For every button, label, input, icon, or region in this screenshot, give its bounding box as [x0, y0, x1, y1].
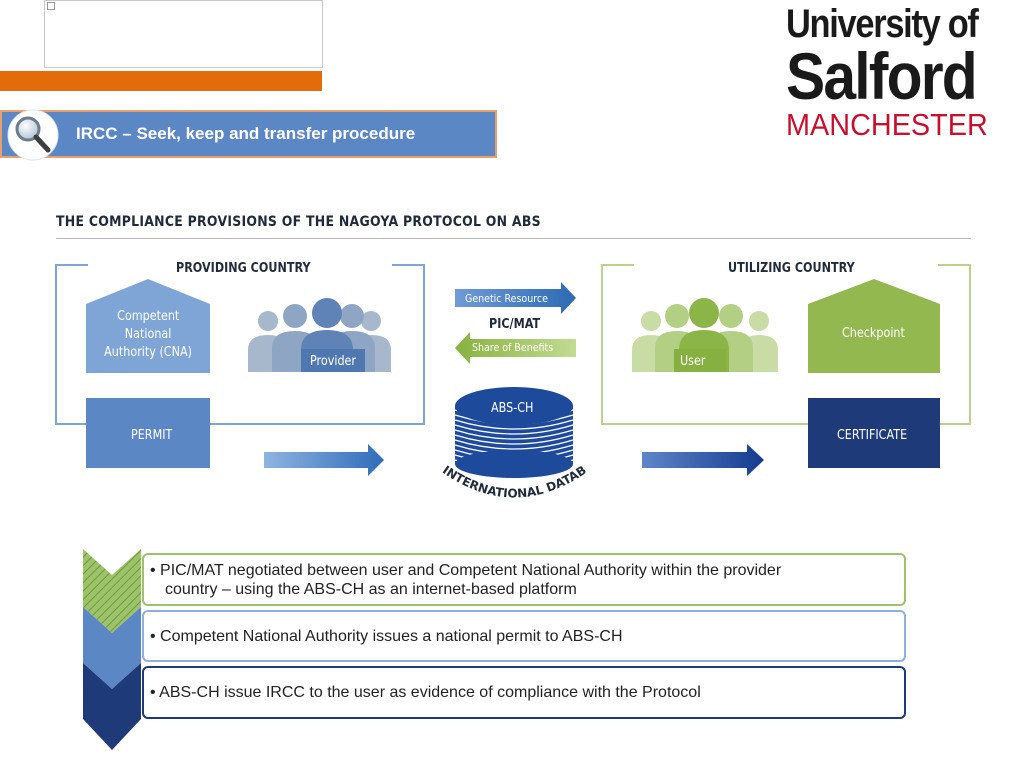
logo-salford: Salford — [786, 39, 978, 113]
genetic-resource-arrow — [455, 282, 576, 314]
genetic-resource-label: Genetic Resource — [465, 292, 548, 305]
abs-ch-database — [454, 387, 574, 478]
user-label: User — [680, 354, 706, 369]
step-3-box — [142, 666, 906, 719]
checkpoint-house-shape — [808, 279, 940, 373]
step-3-text: • ABS-CH issue IRCC to the user as evide… — [150, 684, 701, 701]
step-1-box — [142, 553, 906, 606]
orange-accent-bar — [0, 71, 322, 91]
utilizing-country-label: UTILIZING COUNTRY — [728, 261, 855, 276]
pic-mat-label: PIC/MAT — [489, 317, 541, 332]
abs-ch-label: ABS-CH — [491, 401, 534, 416]
step-2-text: • Competent National Authority issues a … — [150, 628, 623, 645]
title-banner — [0, 110, 497, 158]
step-3-chevron — [83, 663, 141, 750]
permit-box-shape — [86, 398, 210, 468]
logo-manchester: MANCHESTER — [786, 107, 988, 142]
step-1-text: • PIC/MAT negotiated between user and Co… — [150, 562, 782, 598]
logo-university-of: University of — [786, 2, 979, 46]
title-rule — [56, 238, 971, 239]
step-2-chevron — [83, 607, 141, 689]
abs-to-certificate-arrow — [642, 444, 764, 476]
user-label-box — [674, 349, 726, 372]
share-of-benefits-arrow — [455, 332, 576, 364]
magnifier-icon — [7, 109, 59, 161]
provider-label: Provider — [310, 354, 357, 369]
providing-country-frame — [55, 264, 425, 425]
permit-to-abs-arrow — [264, 444, 384, 476]
share-of-benefits-label: Share of Benefits — [472, 341, 554, 354]
utilizing-country-frame — [601, 264, 971, 425]
cna-label: Competent National Authority (CNA) — [104, 309, 192, 360]
permit-label: PERMIT — [131, 428, 173, 443]
top-left-frame — [44, 0, 323, 68]
certificate-label: CERTIFICATE — [837, 428, 908, 443]
step-1-chevron — [83, 549, 141, 633]
step-2-box — [142, 610, 906, 662]
diagram-graphics: INTERNATIONAL DATABASE — [0, 0, 971, 501]
certificate-box-shape — [808, 398, 940, 468]
cna-house-shape — [86, 279, 210, 373]
provider-label-box — [301, 349, 365, 372]
checkpoint-label: Checkpoint — [842, 326, 905, 341]
providing-country-label: PROVIDING COUNTRY — [176, 261, 311, 276]
banner-title: IRCC – Seek, keep and transfer procedure — [76, 124, 416, 143]
steps-chevrons — [83, 549, 141, 750]
diagram-title: THE COMPLIANCE PROVISIONS OF THE NAGOYA … — [56, 214, 541, 230]
broken-image-icon — [47, 2, 55, 10]
